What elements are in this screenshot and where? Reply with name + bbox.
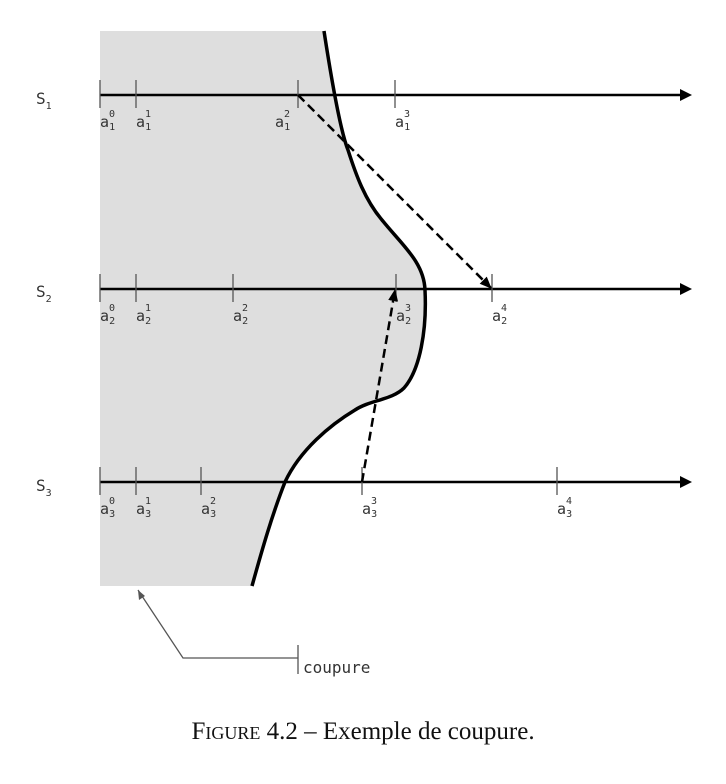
figure-caption: Figure 4.2 – Exemple de coupure.: [0, 718, 726, 746]
timeline-s3-arrow: [680, 476, 692, 488]
cut-callout-line: [137, 589, 298, 659]
past-region: [100, 31, 426, 586]
event-ticks: [99, 80, 558, 495]
message-a1-2-to-a2-4: [297, 94, 492, 289]
process-label-s2: S2: [36, 282, 52, 305]
caption-separator: –: [304, 718, 317, 745]
timeline-s2-arrow: [680, 283, 692, 295]
cut-label: coupure: [303, 658, 370, 677]
timeline-s1-arrow: [680, 89, 692, 101]
cut-boundary: [250, 30, 428, 587]
process-label-s1: S1: [36, 89, 52, 112]
caption-number: 4.2: [266, 718, 298, 745]
caption-text: Exemple de coupure.: [322, 718, 535, 745]
message-a3-3-to-a2-3: [360, 289, 399, 483]
cut-callout-arrowhead: [138, 590, 145, 600]
process-label-s3: S3: [36, 476, 52, 499]
caption-prefix: Figure: [191, 718, 261, 745]
